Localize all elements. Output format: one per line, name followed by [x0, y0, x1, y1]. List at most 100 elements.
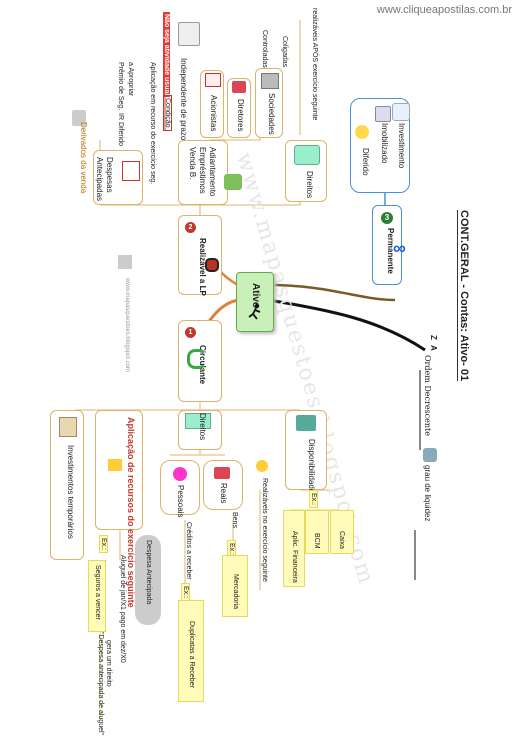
controladas-label: Controladas [261, 30, 268, 68]
creditos-ex: Ex.: [181, 583, 190, 602]
handshake-icon [224, 174, 242, 190]
ir-diferido-label: IR Diferido [117, 113, 124, 147]
realizavel-direitos-label: Direitos [305, 171, 314, 199]
sort-top-letter: Z [429, 335, 438, 340]
permanente-item-diferido[interactable]: Diferido [361, 148, 370, 176]
seguros-box[interactable]: Seguros a vencer [88, 560, 106, 632]
calendar-icon [122, 161, 140, 181]
disponibilidade-node[interactable]: Disponibilidade [285, 410, 327, 494]
cursor-icon [72, 110, 86, 126]
despesas-antecipadas-node[interactable]: Despesas Antecipadas [93, 150, 143, 205]
realizavel-node[interactable]: 2 Realizável a LP [178, 215, 222, 296]
caixa-box[interactable]: Caixa [330, 510, 354, 554]
bcm-label: BCM [313, 533, 320, 549]
gauge-icon [423, 448, 437, 462]
acionistas-label: Acionistas [209, 95, 218, 132]
investimento-icon [392, 103, 410, 121]
a-apropriar-label: a Apropriar [127, 62, 134, 97]
map-title: CONT.GERAL - Contas: Ativo- 01 [457, 210, 470, 382]
despesa-aluguel-label: "Despesa antecipada de aluguel" [97, 632, 104, 736]
pessoais-node[interactable]: Pessoais [160, 460, 200, 518]
people-icon [232, 81, 246, 93]
permanente-item-investimento[interactable]: Investimento [397, 123, 406, 169]
warning-icon [256, 460, 268, 472]
building-icon [261, 73, 279, 89]
imobilizado-icon [375, 106, 391, 122]
aplicacao-ex: Ex.: [99, 535, 108, 554]
realizavel-direitos-node[interactable]: Direitos [285, 140, 327, 202]
aplicacao-recurso-label: Aplicação em recurso do exercício seg. [149, 62, 156, 185]
despesas-label: Despesas [105, 157, 114, 193]
sociedades-label: Sociedades [267, 93, 276, 135]
watermark-small: www.mapasquestoes.blogspot.com [124, 278, 130, 373]
pessoais-label: Pessoais [176, 485, 185, 518]
venda-label: Venda B. [188, 147, 197, 180]
diferido-icon [355, 125, 369, 139]
source-url[interactable]: www.cliqueapostilas.com.br [376, 4, 512, 16]
circulante-direitos-label: Direitos [198, 413, 207, 441]
central-node[interactable]: Ativo [236, 272, 274, 332]
realizavel-number: 2 [185, 222, 196, 233]
diretores-label: Diretores [236, 99, 245, 132]
despesa-antecipada-cloud-label: Despesa Antecipada [145, 540, 152, 605]
target-icon [205, 258, 219, 272]
caixa-label: Caixa [338, 531, 345, 549]
nao-atividade-badge: Não seja atividade usual [163, 12, 170, 98]
liquidez-label: grau de liquidez [423, 465, 432, 522]
gera-direito-label: gera um direito [105, 640, 112, 687]
permanente-number: 3 [381, 212, 393, 224]
circulante-direitos-node[interactable]: Direitos [178, 410, 222, 450]
aplic-financeira-label: Aplic. Financeira [291, 531, 298, 583]
duplicatas-label: Duplicatas a Receber [188, 621, 195, 688]
runner-icon [248, 303, 261, 320]
bens-label: Bens [231, 512, 238, 528]
recycle-icon [187, 349, 207, 369]
sort-order-icon: Z A [428, 335, 442, 357]
direitos-icon-2 [185, 413, 211, 429]
duplicatas-box[interactable]: Duplicatas a Receber [178, 600, 204, 702]
presenter-icon [178, 22, 200, 46]
person-icon [173, 467, 187, 481]
investimentos-temp-label: Investimentos temporários [66, 445, 75, 539]
money-icon [296, 415, 316, 431]
independente-label: Independente de prazo [179, 58, 188, 141]
permanente-node[interactable]: 3 Permanente [372, 205, 402, 285]
hourglass-icon [59, 417, 77, 437]
realizaveis-apos-label: realizáveis APÓS exercício seguinte [311, 8, 318, 121]
investimentos-temp-node[interactable]: Investimentos temporários [50, 410, 84, 560]
cloud-shape [135, 535, 161, 625]
circulante-node[interactable]: 1 Circulante [178, 320, 222, 402]
adiantamentos-node[interactable]: Adiantamento Empréstimos Venda B. [178, 140, 228, 205]
diretores-node[interactable]: Diretores [227, 78, 251, 138]
circulante-number: 1 [185, 327, 196, 338]
alert-icon [108, 459, 122, 471]
reais-label: Reais [219, 483, 228, 504]
antecipadas-label: Antecipadas [95, 157, 104, 202]
realizaveis-no-label: Realizáveis no exercício seguinte [261, 478, 268, 582]
adiantamento-label: Adiantamento [208, 147, 217, 197]
bar-chart-icon [118, 255, 132, 269]
aplic-financeira-box[interactable]: Aplic. Financeira [283, 510, 305, 587]
aplicacao-recursos-node[interactable]: Aplicação de recursos do exercício segui… [95, 410, 143, 608]
disponibilidade-label: Disponibilidade [307, 439, 316, 494]
ordem-label: Ordem Decrescente [423, 355, 432, 436]
acionistas-node[interactable]: Acionistas [200, 70, 224, 138]
creditos-label: Créditos a receber [185, 522, 192, 580]
direitos-icon [294, 145, 320, 165]
sociedades-node[interactable]: Sociedades [255, 68, 283, 138]
reais-node[interactable]: Reais [203, 460, 243, 510]
mercadoria-label: Mercadoria [232, 574, 239, 610]
aluguel-label: Aluguel de jan/X1 pago em dez/X0 [119, 555, 126, 663]
condicao-badge: Condição [163, 95, 172, 131]
crown-icon [214, 467, 230, 479]
premio-seg-label: Prêmio de Seg. [117, 62, 124, 111]
mercadoria-box[interactable]: Mercadoria [222, 555, 248, 617]
bcm-box[interactable]: BCM [305, 510, 329, 554]
permanente-item-imobilizado[interactable]: Imobilizado [380, 123, 389, 164]
coligadas-label: Coligadas [281, 36, 288, 68]
infinity-icon: ∞ [393, 238, 406, 258]
seguros-label: Seguros a vencer [94, 565, 101, 620]
disponibilidade-ex: Ex.: [309, 490, 318, 509]
derivados-venda-label: Derivados da venda [79, 122, 88, 194]
